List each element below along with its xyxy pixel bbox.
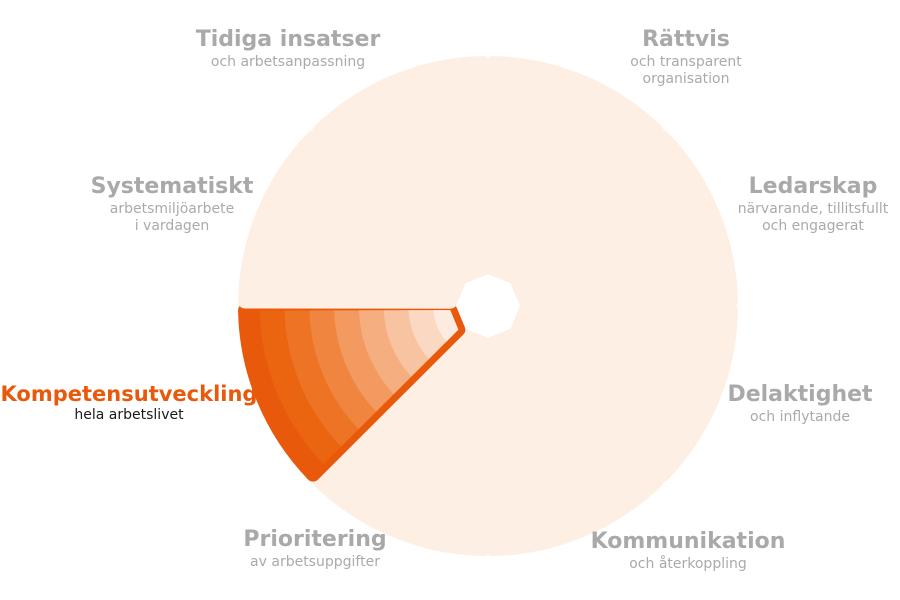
label-kommunikation: Kommunikation och återkoppling <box>578 528 798 573</box>
wedge-ledarskap[interactable] <box>510 130 738 309</box>
label-prioritering: Prioritering av arbetsuppgifter <box>215 526 415 571</box>
segment-subtitle: hela arbetslivet <box>74 407 184 424</box>
segment-subtitle: arbetsmiljöarbete i vardagen <box>109 200 235 235</box>
wedge-delaktighet[interactable] <box>510 303 738 482</box>
wedge-kommunikation[interactable] <box>485 328 664 556</box>
segment-title: Rättvis <box>642 27 730 52</box>
segment-subtitle: och inflytande <box>750 408 850 425</box>
segment-subtitle: närvarande, tillitsfullt och engagerat <box>737 200 889 235</box>
segment-title: Systematiskt <box>90 174 254 199</box>
wedge-rattvis[interactable] <box>485 56 664 284</box>
segment-title: Tidiga insatser <box>195 27 381 52</box>
segment-subtitle: och återkoppling <box>629 555 747 572</box>
segment-title: Kommunikation <box>590 529 786 554</box>
label-delaktighet: Delaktighet och inflytande <box>700 381 900 426</box>
wedge-prioritering[interactable] <box>312 328 491 556</box>
segment-title: Kompetensutveckling <box>0 382 258 406</box>
wedge-tidiga-insatser[interactable] <box>312 56 491 284</box>
label-tidiga-insatser: Tidiga insatser och arbetsanpassning <box>188 26 388 71</box>
segment-subtitle: och arbetsanpassning <box>210 53 366 70</box>
label-systematiskt: Systematiskt arbetsmiljöarbete i vardage… <box>72 173 272 236</box>
segment-title: Prioritering <box>243 527 387 552</box>
label-rattvis: Rättvis och transparent organisation <box>586 26 786 89</box>
segment-subtitle: av arbetsuppgifter <box>250 553 380 570</box>
segment-title: Delaktighet <box>727 382 873 407</box>
segment-title: Ledarskap <box>748 174 878 199</box>
label-ledarskap: Ledarskap närvarande, tillitsfullt och e… <box>708 173 900 236</box>
wedge-systematiskt[interactable] <box>238 130 466 309</box>
label-kompetensutveckling: Kompetensutveckling hela arbetslivet <box>0 381 258 425</box>
segment-subtitle: och transparent organisation <box>630 53 742 88</box>
